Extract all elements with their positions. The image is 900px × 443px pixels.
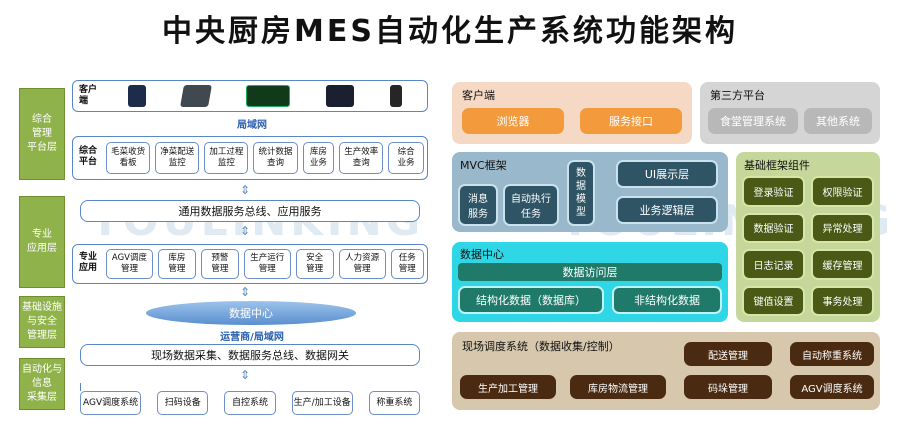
- third-party-panel-title: 第三方平台: [710, 89, 765, 102]
- application-item[interactable]: AGV调度 管理: [106, 249, 153, 279]
- palletizing-management[interactable]: 码垛管理: [684, 375, 772, 399]
- other-system-button[interactable]: 其他系统: [804, 108, 872, 134]
- agv-dispatch-system[interactable]: AGV调度系统: [790, 375, 874, 399]
- base-framework-grid: 登录验证 权限验证 数据验证 异常处理 日志记录 缓存管理 键值设置 事务处理: [742, 176, 874, 316]
- client-label: 客户 端: [79, 85, 98, 106]
- data-model[interactable]: 数 据 模 型: [567, 160, 595, 226]
- mvc-panel-title: MVC框架: [460, 159, 507, 172]
- device-item[interactable]: 自控系统: [224, 391, 276, 415]
- application-item[interactable]: 任务 管理: [390, 249, 425, 279]
- platform-item[interactable]: 库房 业务: [302, 142, 335, 174]
- device-item[interactable]: 称重系统: [368, 391, 421, 415]
- application-item[interactable]: 生产运行 管理: [243, 249, 291, 279]
- carrier-cloud: 运营商/局域网: [220, 332, 284, 343]
- application-item[interactable]: 预警 管理: [200, 249, 239, 279]
- key-value-settings[interactable]: 键值设置: [742, 285, 805, 316]
- base-framework-panel-title: 基础框架组件: [744, 159, 810, 172]
- platform-item[interactable]: 综合 业务: [388, 142, 424, 174]
- cache-management[interactable]: 缓存管理: [811, 249, 874, 280]
- field-data-bus: 现场数据采集、数据服务总线、数据网关: [80, 344, 420, 366]
- platform-items: 毛菜收货 看板 净菜配送 监控 加工过程 监控 统计数据 查询 库房 业务 生产…: [106, 142, 424, 174]
- page-title: 中央厨房MES自动化生产系统功能架构: [162, 14, 738, 49]
- auto-weighing-system[interactable]: 自动称重系统: [790, 342, 874, 366]
- layer-infrastructure: 基础设施 与安全 管理层: [19, 296, 65, 348]
- platform-item[interactable]: 生产效率 查询: [339, 142, 384, 174]
- layer-platform: 综合 管理 平台层: [19, 88, 65, 180]
- arrow-updown-icon: ⇕: [240, 183, 251, 197]
- data-access-layer[interactable]: 数据访问层: [458, 263, 722, 281]
- field-scheduling-panel-title: 现场调度系统（数据收集/控制）: [462, 340, 620, 353]
- application-item[interactable]: 库房 管理: [157, 249, 196, 279]
- layer-application: 专业 应用层: [19, 196, 65, 288]
- production-processing-management[interactable]: 生产加工管理: [460, 375, 556, 399]
- desktop-icon: [326, 85, 354, 107]
- structured-data[interactable]: 结构化数据（数据库）: [458, 286, 604, 314]
- dashboard-screen-icon: [246, 85, 290, 107]
- device-item[interactable]: 生产/加工设备: [291, 391, 353, 415]
- application-label: 专业 应用: [79, 252, 98, 273]
- application-item[interactable]: 安全 管理: [295, 249, 334, 279]
- service-bus: 通用数据服务总线、应用服务: [80, 200, 420, 222]
- service-api-button[interactable]: 服务接口: [580, 108, 682, 134]
- application-items: AGV调度 管理 库房 管理 预警 管理 生产运行 管理 安全 管理 人力资源 …: [106, 249, 425, 279]
- layer-automation: 自动化与 信息 采集层: [19, 358, 65, 410]
- permission-auth[interactable]: 权限验证: [811, 176, 874, 207]
- arrow-updown-icon: ⇕: [240, 285, 251, 299]
- platform-item[interactable]: 加工过程 监控: [204, 142, 249, 174]
- platform-item[interactable]: 净菜配送 监控: [155, 142, 200, 174]
- device-item[interactable]: 扫码设备: [157, 391, 209, 415]
- device-item[interactable]: AGV调度系统: [80, 391, 142, 415]
- login-auth[interactable]: 登录验证: [742, 176, 805, 207]
- laptop-icon: [180, 85, 212, 107]
- arrow-updown-icon: ⇕: [240, 368, 251, 382]
- arrow-updown-icon: ⇕: [240, 224, 251, 238]
- handheld-scanner-icon: [390, 85, 402, 107]
- browser-button[interactable]: 浏览器: [462, 108, 564, 134]
- business-logic-layer[interactable]: 业务逻辑层: [616, 196, 718, 224]
- client-devices: [110, 84, 420, 108]
- transaction-handling[interactable]: 事务处理: [811, 285, 874, 316]
- client-panel-title: 客户端: [462, 89, 495, 102]
- warehouse-logistics-management[interactable]: 库房物流管理: [570, 375, 666, 399]
- device-row: AGV调度系统 扫码设备 自控系统 生产/加工设备 称重系统: [80, 391, 421, 415]
- platform-item[interactable]: 统计数据 查询: [253, 142, 298, 174]
- lan-cloud: 局域网: [237, 120, 267, 131]
- tablet-icon: [128, 85, 146, 107]
- datacenter-panel-title: 数据中心: [460, 248, 504, 261]
- exception-handling[interactable]: 异常处理: [811, 212, 874, 243]
- platform-label: 综合 平台: [79, 146, 98, 167]
- log-record[interactable]: 日志记录: [742, 249, 805, 280]
- delivery-management[interactable]: 配送管理: [684, 342, 772, 366]
- auto-task[interactable]: 自动执行 任务: [503, 184, 559, 226]
- datacenter-disc: 数据中心: [146, 301, 356, 325]
- platform-item[interactable]: 毛菜收货 看板: [106, 142, 151, 174]
- ui-layer[interactable]: UI展示层: [616, 160, 718, 188]
- unstructured-data[interactable]: 非结构化数据: [612, 286, 722, 314]
- application-item[interactable]: 人力资源 管理: [338, 249, 386, 279]
- data-validation[interactable]: 数据验证: [742, 212, 805, 243]
- canteen-system-button[interactable]: 食堂管理系统: [708, 108, 798, 134]
- message-service[interactable]: 消息 服务: [458, 184, 498, 226]
